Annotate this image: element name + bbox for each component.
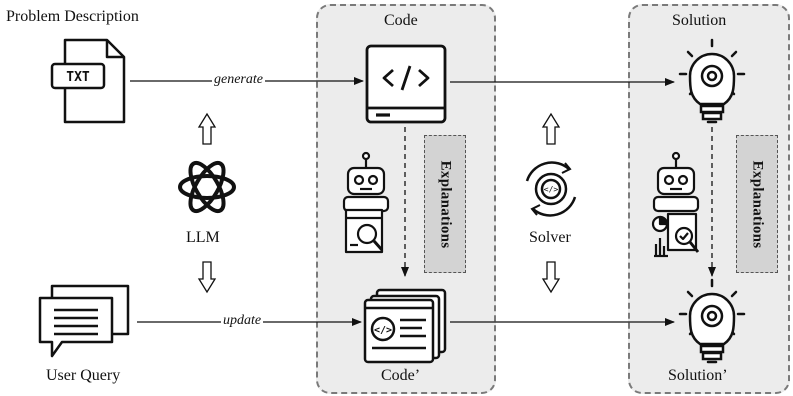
update-label: update [221,313,264,329]
robot-report-icon [651,151,700,258]
code-explanations-label: Explanations [424,135,466,273]
solution-prime-label: Solution’ [668,367,728,384]
code-prime-symbol-icon: </> [374,325,392,336]
solver-up-arrow-icon [541,112,561,145]
code-window-icon [365,44,447,124]
llm-logo-icon [178,160,236,214]
generate-label: generate [212,72,265,88]
problem-description-label: Problem Description [6,8,139,25]
llm-label: LLM [186,229,220,246]
llm-down-arrow-icon [197,261,217,294]
txt-file-text: TXT [66,70,90,85]
code-panel-title: Code [384,12,418,29]
solver-label: Solver [529,229,571,246]
code-prime-label: Code’ [381,367,421,384]
svg-text:</>: </> [544,185,559,194]
solution-panel-title: Solution [672,12,727,29]
code-prime-window-icon [363,288,447,364]
chat-icon [38,284,130,358]
txt-file-icon [50,38,126,124]
solution-explanations-label: Explanations [736,135,778,273]
robot-code-icon [342,151,390,254]
llm-up-arrow-icon [197,112,217,145]
user-query-label: User Query [46,367,121,384]
solver-icon: </> [525,161,577,217]
lightbulb-gear-icon [678,38,746,124]
solver-down-arrow-icon [541,261,561,294]
lightbulb-gear-prime-icon [678,278,746,364]
